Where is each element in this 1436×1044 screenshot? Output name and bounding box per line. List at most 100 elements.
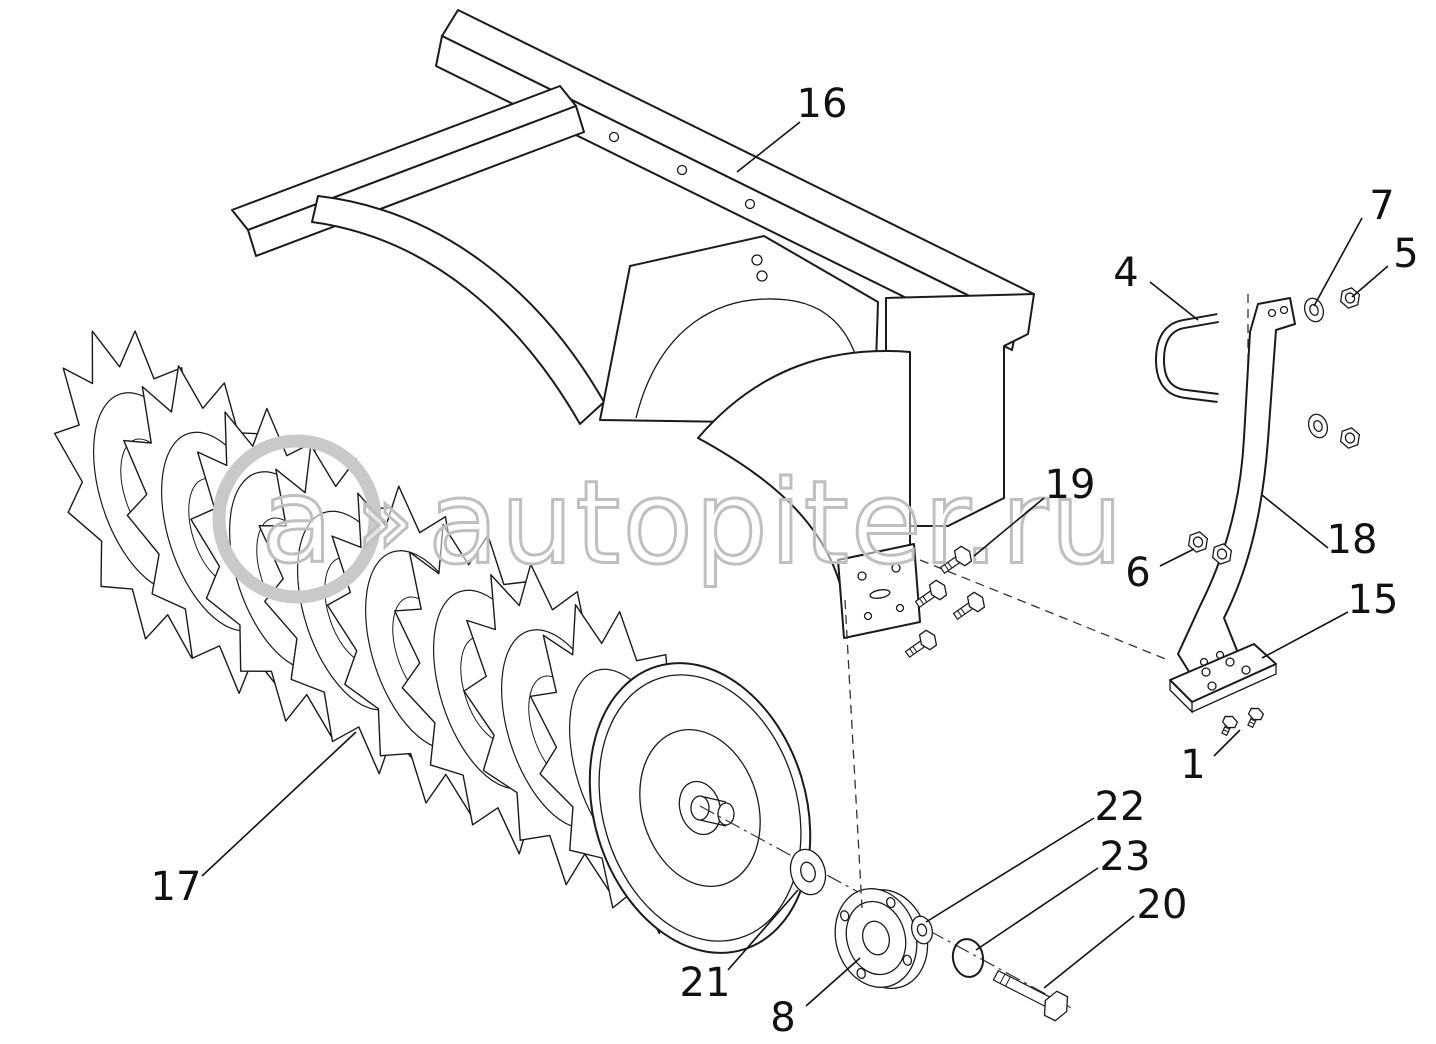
plate-15-thickness xyxy=(1169,664,1277,714)
bolt-20 xyxy=(990,963,1073,1023)
nut-6-b xyxy=(1211,543,1233,565)
bolt-19-1 xyxy=(937,544,974,578)
bracket-18 xyxy=(1177,297,1296,687)
construction-line-hub xyxy=(844,599,863,909)
nut-6-hole xyxy=(1192,536,1204,548)
rivet-hole xyxy=(744,198,756,210)
frame-assembly xyxy=(231,9,1035,639)
callout-leader-19 xyxy=(973,497,1045,557)
bolt-20-thread xyxy=(1000,974,1005,983)
bolt-19-4 xyxy=(902,628,939,662)
callout-leader-6 xyxy=(1159,548,1195,567)
callout-label-21: 21 xyxy=(680,960,731,1006)
washer-22-hole xyxy=(916,923,928,937)
callout-leader-21 xyxy=(727,889,799,971)
watermark-logo-circle xyxy=(212,434,382,604)
callout-label-6: 6 xyxy=(1125,550,1150,596)
callout-leader-7 xyxy=(1313,217,1363,307)
callout-leader-17 xyxy=(201,731,357,877)
hub-bolt-hole xyxy=(856,967,866,980)
mounting-plate-hole xyxy=(863,611,873,621)
callout-label-16: 16 xyxy=(797,81,848,127)
rivet-hole xyxy=(676,164,688,176)
screw-1-a-head xyxy=(1221,714,1238,731)
screw-1-b-head xyxy=(1247,706,1264,723)
callout-label-20: 20 xyxy=(1137,882,1188,928)
washer-21 xyxy=(789,848,827,896)
nut-6-hole xyxy=(1216,548,1228,560)
mounting-plate-hole xyxy=(895,603,905,613)
bracket-hole xyxy=(1279,305,1289,315)
callout-label-17: 17 xyxy=(151,864,202,910)
bolt-19-2-thread xyxy=(923,596,927,602)
washer-22 xyxy=(910,915,934,945)
nut-lower xyxy=(1339,427,1361,449)
hub-ring xyxy=(845,900,907,976)
bolt-19-2-thread xyxy=(920,599,924,605)
press-wheel xyxy=(588,662,812,954)
axle-center xyxy=(690,795,710,821)
axle-stub-end xyxy=(717,802,735,826)
bolt-19-3-thread xyxy=(961,608,965,614)
callout-leader-15 xyxy=(1261,611,1349,659)
washer-lower xyxy=(1307,413,1329,439)
o-ring-23 xyxy=(951,938,985,978)
bolt-19-2 xyxy=(912,578,949,612)
nut-5 xyxy=(1339,287,1361,309)
mounting-hardware xyxy=(844,287,1361,909)
callout-label-1: 1 xyxy=(1180,742,1205,788)
gusset-hole xyxy=(751,254,763,266)
bolt-19-3-thread xyxy=(958,611,962,617)
bolt-19-1-thread xyxy=(945,565,949,571)
bolt-19-4-thread xyxy=(913,646,917,652)
plate-15-hole xyxy=(1241,665,1251,675)
callout-leader-23 xyxy=(975,867,1099,951)
nut-6-a xyxy=(1187,531,1209,553)
screw-1-b xyxy=(1244,706,1264,729)
hub-bolt-hole xyxy=(886,896,896,909)
hub-bolt-hole xyxy=(839,910,850,922)
nut-5-hole xyxy=(1344,292,1356,304)
hub-bore xyxy=(862,920,890,956)
wheel-rim-line xyxy=(598,674,802,942)
callout-label-8: 8 xyxy=(770,995,795,1041)
plate-15-hole xyxy=(1207,681,1217,691)
screw-1-b-thread xyxy=(1251,719,1256,721)
mounting-plate-hole xyxy=(857,571,867,581)
bolt-20-thread xyxy=(1006,977,1011,986)
plate-15-hole xyxy=(1201,667,1211,677)
bolt-19-4-head xyxy=(916,628,939,652)
washer-7-hole xyxy=(1309,304,1319,316)
hub-bolt-hole xyxy=(902,954,913,966)
bolt-20-shaft xyxy=(993,971,1051,1008)
callout-leader-8 xyxy=(805,957,861,1007)
washer-21-hole xyxy=(800,861,816,883)
callout-leader-18 xyxy=(1261,494,1329,549)
frame-left-arch xyxy=(311,195,605,425)
washer-7 xyxy=(1303,297,1325,323)
screw-1-b-thread xyxy=(1250,722,1255,724)
callout-label-5: 5 xyxy=(1393,231,1418,277)
callout-label-15: 15 xyxy=(1348,577,1399,623)
callout-label-7: 7 xyxy=(1369,183,1394,229)
callout-label-22: 22 xyxy=(1095,784,1146,830)
bearing-hub-8 xyxy=(834,888,929,990)
bolt-19-1-thread xyxy=(948,562,952,568)
nut-lower-hole xyxy=(1344,432,1356,444)
screw-1-a-thread xyxy=(1224,730,1229,732)
callout-leader-20 xyxy=(1043,915,1135,989)
callout-label-4: 4 xyxy=(1113,250,1138,296)
callout-leader-1 xyxy=(1213,729,1241,757)
watermark-logo-letter: a xyxy=(261,451,333,589)
wheel-hub-line xyxy=(678,780,722,836)
mounting-plate-slot xyxy=(869,589,891,599)
u-bolt-4-inner xyxy=(1156,315,1219,401)
wheel-face-line xyxy=(639,728,761,888)
callout-leader-4 xyxy=(1149,281,1199,321)
screw-1-a-thread xyxy=(1225,727,1230,729)
frame-top-rail-front-face xyxy=(435,35,1019,351)
fasteners xyxy=(902,544,1264,1023)
plate-15-hole xyxy=(1225,657,1235,667)
